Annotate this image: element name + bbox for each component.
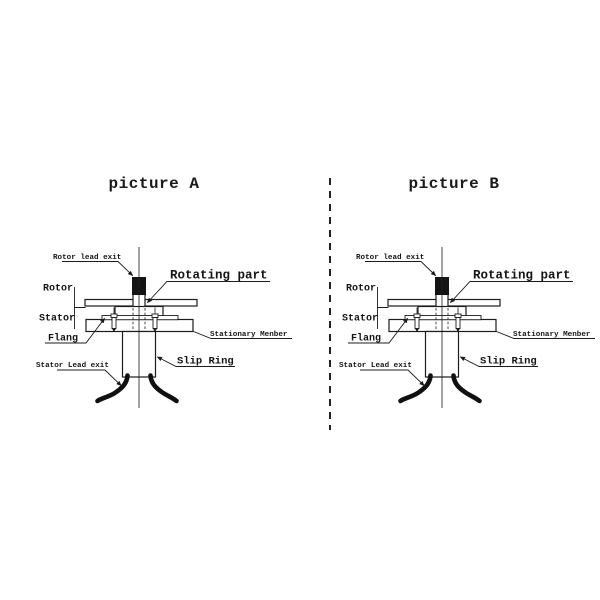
- slip-ring-diagram-a: Rotor lead exit Rotating part Rotor Stat…: [36, 247, 292, 408]
- slip-ring-label: Slip Ring: [177, 356, 234, 368]
- bolt-left: [413, 307, 421, 332]
- flang-leader: [45, 317, 106, 344]
- stator-lead-cable-right: [451, 373, 482, 404]
- picture-b-title: picture B: [408, 175, 500, 193]
- stator-lead-exit-label: Stator Lead exit: [339, 362, 412, 370]
- bolt-head: [454, 313, 462, 318]
- bolt-head: [110, 313, 118, 318]
- stator-label: Stator: [342, 314, 378, 325]
- bolt-head: [413, 313, 421, 318]
- rotating-part-label: Rotating part: [473, 269, 571, 283]
- bolt-shank: [455, 317, 461, 329]
- stationary-member-label: Stationary Menber: [513, 331, 591, 339]
- bolt-tip: [112, 328, 116, 332]
- stator-lead-cable-left: [95, 373, 130, 404]
- rotor-stator-bracket: [74, 287, 86, 329]
- bolt-tip: [415, 328, 419, 332]
- bolt-right: [151, 307, 159, 332]
- bolt-shank: [111, 317, 117, 329]
- bolt-right: [454, 307, 462, 332]
- stationary-member-leader: [193, 331, 292, 339]
- flange-plate: [404, 315, 482, 321]
- slip-ring-assembly: [387, 247, 501, 408]
- stationary-member-leader: [496, 331, 595, 339]
- slip-ring-leader: [459, 356, 538, 367]
- flang-leader: [348, 317, 409, 344]
- labels: Rotor lead exit Rotating part Rotor Stat…: [36, 254, 292, 387]
- bolt-tip: [153, 328, 157, 332]
- slip-ring-leader: [156, 356, 235, 367]
- bolt-shank: [152, 317, 158, 329]
- stationary-member-label: Stationary Menber: [210, 331, 288, 339]
- stator-lead-exit-leader: [57, 369, 122, 387]
- rotor-stator-bracket: [377, 287, 389, 329]
- bolt-left: [110, 307, 118, 332]
- bolt-head: [151, 313, 159, 318]
- rotor-lead-exit-label: Rotor lead exit: [356, 254, 424, 262]
- bolt-tip: [456, 328, 460, 332]
- flange-plate: [101, 315, 179, 321]
- labels: Rotor lead exit Rotating part Rotor Stat…: [339, 254, 595, 387]
- rotor-lead-exit-leader: [365, 261, 437, 277]
- flang-label: Flang: [48, 333, 78, 345]
- dashed-divider-line: [329, 178, 331, 430]
- slip-ring-diagram-b: Rotor lead exit Rotating part Rotor Stat…: [339, 247, 595, 408]
- stator-lead-cable-right: [148, 373, 179, 404]
- rotating-part-leader: [146, 281, 270, 304]
- rotating-part-leader: [449, 281, 573, 304]
- rotor-lead-exit-label: Rotor lead exit: [53, 254, 121, 262]
- rotating-part-label: Rotating part: [170, 269, 268, 283]
- slip-ring-assembly: [84, 247, 198, 408]
- stator-lead-exit-label: Stator Lead exit: [36, 362, 109, 370]
- stator-lead-exit-leader: [360, 369, 425, 387]
- rotor-label: Rotor: [346, 284, 376, 295]
- slip-ring-label: Slip Ring: [480, 356, 537, 368]
- stator-label: Stator: [39, 314, 75, 325]
- rotor-label: Rotor: [43, 284, 73, 295]
- picture-a-title: picture A: [108, 175, 200, 193]
- flang-label: Flang: [351, 333, 381, 345]
- bolt-shank: [414, 317, 420, 329]
- rotor-lead-exit-leader: [62, 261, 134, 277]
- stator-lead-cable-left: [398, 373, 433, 404]
